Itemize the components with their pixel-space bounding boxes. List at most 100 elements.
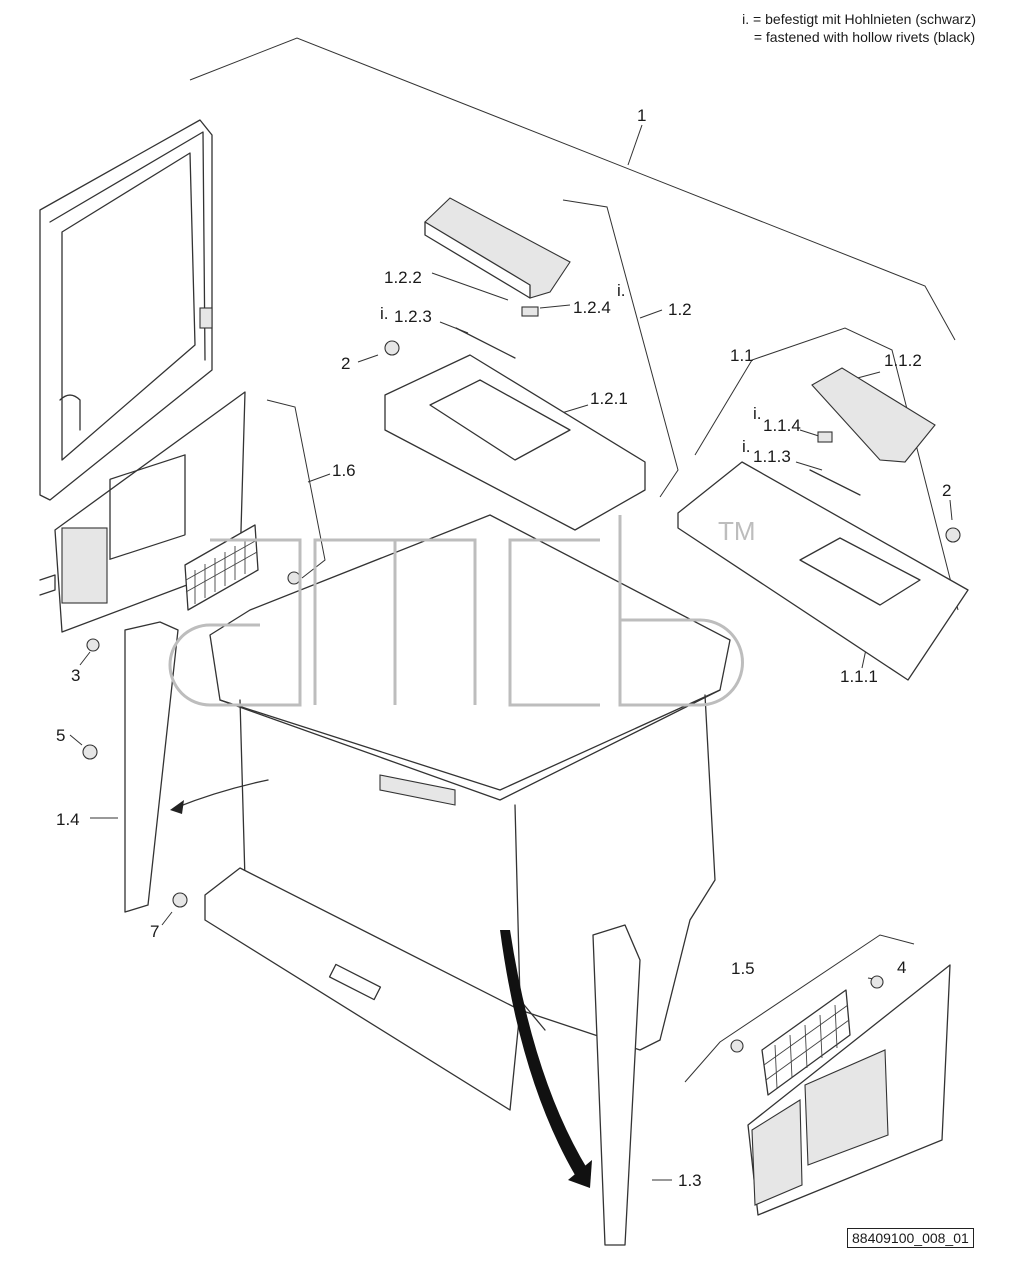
screw-2b (945, 527, 961, 543)
arrow-left-curve (174, 779, 269, 809)
leader-1-tick (627, 124, 643, 166)
arrow-down-head (568, 1160, 592, 1188)
watermark-logo: TM (168, 515, 756, 707)
armrest-box-1-2-1-tray (429, 379, 571, 461)
armrest-cushion-1-2-2-side (424, 221, 531, 299)
callout-1-1: 1.1 (730, 346, 754, 365)
rivet-1-2-4 (521, 306, 539, 317)
leader-1-2-tick (639, 309, 663, 319)
cab-floor-rear (519, 1009, 661, 1051)
strip-1-1-3 (809, 469, 861, 496)
screw-1-5 (730, 1039, 744, 1053)
door-grab-handle (59, 394, 81, 431)
cab-floor-plate (328, 963, 382, 1001)
callout-1-3: 1.3 (678, 1171, 702, 1190)
rivet-note-english: = fastened with hollow rivets (black) (742, 29, 976, 45)
side-panel-left (54, 391, 259, 633)
armrest-assembly-1-2 (384, 197, 646, 531)
armrest-box-1-2-1 (384, 354, 646, 531)
leader-7 (161, 911, 173, 926)
callout-4: 4 (897, 958, 906, 977)
leader-3 (79, 651, 91, 666)
screw-7 (172, 892, 188, 908)
pillar-cover-1-3 (592, 924, 641, 1246)
leader-2a (357, 354, 379, 363)
door-window (61, 152, 196, 461)
rivet-note-german: i. = befestigt mit Hohlnieten (schwarz) (742, 11, 976, 27)
callout-1-2-4: 1.2.4 (573, 298, 611, 317)
callout-1-1-2: 1.1.2 (884, 351, 922, 370)
assembly-arrows (170, 779, 592, 1188)
callout-1-4: 1.4 (56, 810, 80, 829)
door-frame (39, 119, 213, 501)
callout-7: 7 (150, 922, 159, 941)
leader-5 (69, 734, 83, 746)
watermark-m (313, 538, 477, 705)
leader-1-2 (562, 199, 679, 498)
cab-roof (209, 514, 731, 791)
document-id-label: 88409100_008_01 (847, 1228, 974, 1248)
side-panel-1-5-pad (751, 1099, 803, 1206)
callout-2b: 2 (942, 481, 951, 500)
side-panel-1-6-pad (61, 527, 108, 604)
screw-4 (870, 975, 884, 989)
watermark-g (168, 538, 302, 707)
leader-1-2-2 (431, 272, 509, 301)
armrest-box-1-1-1 (677, 461, 969, 681)
watermark-b (618, 515, 744, 707)
rivet-note: i. = befestigt mit Hohlnieten (schwarz) … (742, 10, 976, 46)
cab-post-rear-right (659, 694, 716, 1041)
callout-3: 3 (71, 666, 80, 685)
cab-floor-front (204, 867, 521, 1111)
callout-5: 5 (56, 726, 65, 745)
rivet-1-1-4 (817, 431, 833, 443)
leader-1-5 (684, 934, 915, 1083)
callout-1-2-2: 1.2.2 (384, 268, 422, 287)
pillar-cover-1-4 (124, 621, 179, 913)
screw-2a (384, 340, 400, 356)
screw-5 (82, 744, 98, 760)
watermark-tm: TM (718, 516, 756, 546)
callout-1: 1 (637, 106, 646, 125)
screws (82, 340, 884, 1053)
callout-1-1-3: 1.1.3 (753, 447, 791, 466)
screw-1-6 (287, 571, 301, 585)
side-panel-1-6-window (109, 454, 186, 560)
door-inner-edge (49, 131, 206, 361)
arrow-down-curve (500, 930, 588, 1175)
arrow-left-head (170, 800, 184, 814)
callout-1-2: 1.2 (668, 300, 692, 319)
armrest-assembly-1-1 (677, 367, 969, 681)
screw-3 (86, 638, 100, 652)
cab-frame (204, 514, 731, 1111)
leader-group-1 (189, 37, 956, 341)
callout-1-2-3-rivet: i. (380, 304, 389, 323)
side-panel-1-5-window (804, 1049, 889, 1166)
callout-1-6: 1.6 (332, 461, 356, 480)
leader-1-6-tick (307, 473, 331, 483)
leader-1-2-4 (539, 304, 571, 309)
callout-1-1-1: 1.1.1 (840, 667, 878, 686)
callout-1-1-3-rivet: i. (742, 437, 751, 456)
callout-1-5: 1.5 (731, 959, 755, 978)
callout-1-2-3: 1.2.3 (394, 307, 432, 326)
strip-1-2-3 (455, 327, 516, 359)
callout-1-1-4-rivet: i. (753, 404, 762, 423)
callout-1-1-4: 1.1.4 (763, 416, 801, 435)
cab-door (39, 119, 213, 596)
grille-left (184, 524, 259, 611)
armrest-box-1-1-1-tray (799, 537, 921, 606)
callout-2a: 2 (341, 354, 350, 373)
grille-right-mesh (763, 1004, 850, 1089)
watermark-c (508, 538, 600, 707)
door-handle (199, 307, 213, 329)
callout-1-2-4-rivet: i. (617, 281, 626, 300)
cab-visor (379, 774, 456, 806)
grille-left-mesh (185, 539, 258, 604)
leader-2b (949, 499, 953, 521)
callout-1-2-1: 1.2.1 (590, 389, 628, 408)
cab-roof-edge (219, 689, 721, 801)
armrest-cushion-1-1-2 (811, 367, 936, 463)
